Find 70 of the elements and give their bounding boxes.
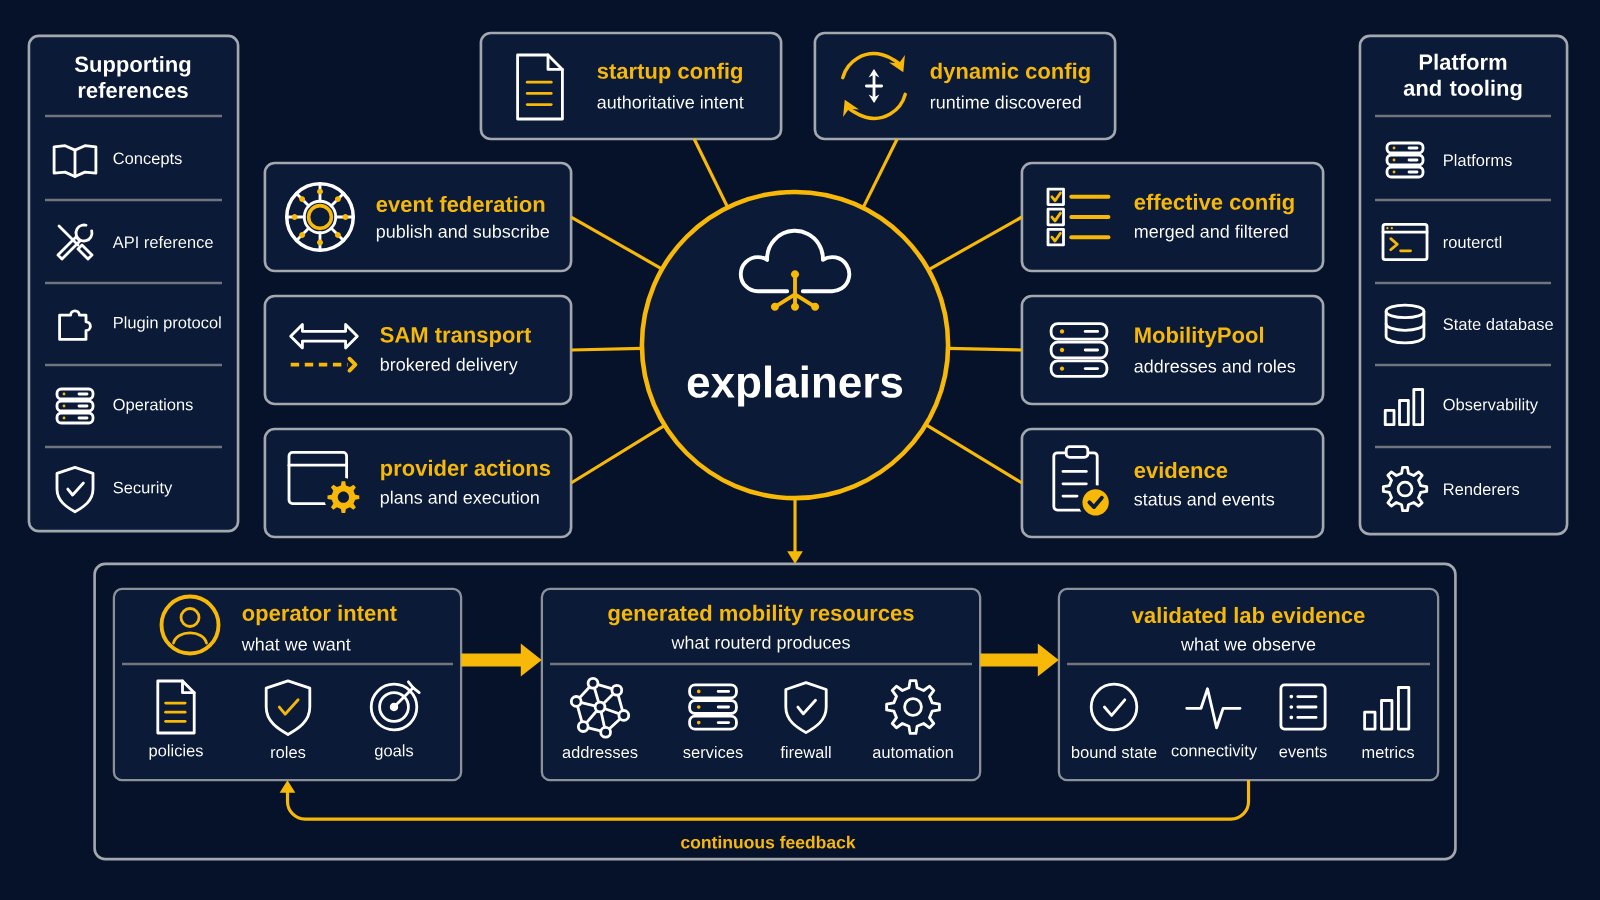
item-label: connectivity [1171,744,1258,760]
side-panel [27,34,240,533]
card-title: provider actions [381,459,551,481]
connector-line [570,215,663,271]
panel-heading: Supporting references [74,55,191,99]
edge-label: continuous feedback [681,835,856,849]
list-item: Platforms [1444,153,1512,167]
list-item: State database [1443,317,1553,331]
list-item: Security [113,481,173,497]
card-subtitle: runtime discovered [930,95,1081,109]
card-title: dynamic config [930,62,1090,84]
hub-title: explainers [687,365,903,407]
side-panel [1358,34,1569,536]
card-title: evidence [1134,461,1228,479]
info-card [813,31,1117,141]
list-item: routerctl [1443,235,1502,249]
item-label: policies [149,744,203,760]
connector-line [948,346,1022,352]
card-subtitle: authoritative intent [597,95,744,109]
stage-box [1057,587,1440,782]
connector-line [925,423,1023,485]
card-subtitle: addresses and roles [1134,359,1296,373]
stage-title: validated lab evidence [1131,606,1365,624]
item-label: roles [271,745,306,759]
info-card [263,161,573,273]
list-item: API reference [112,236,213,249]
item-label: addresses [562,745,638,759]
list-item: Concepts [113,152,182,168]
list-item: Plugin protocol [114,316,221,332]
card-subtitle: publish and subscribe [376,224,549,242]
card-title: SAM transport [380,327,532,347]
card-subtitle: plans and execution [380,490,539,508]
info-card [1020,427,1325,539]
item-label: events [1279,746,1327,758]
connector-line [861,138,899,209]
connector-line [927,215,1023,272]
arrow [279,780,1251,821]
card-subtitle: brokered delivery [380,357,518,375]
connector-line [570,423,666,485]
card-title: event federation [376,195,545,213]
info-card [263,427,573,539]
item-label: firewall [780,745,831,759]
card-title: MobilityPool [1135,326,1264,348]
connector-line [692,138,730,209]
stage-subtitle: what routerd produces [671,635,850,653]
card-title: startup config [597,62,742,84]
stage-box [540,587,982,782]
info-card [263,294,573,406]
stage-subtitle: what we want [241,637,351,651]
card-subtitle: status and events [1134,492,1275,506]
card-subtitle: merged and filtered [1134,224,1288,242]
item-label: bound state [1071,745,1157,759]
hub-circle [639,189,951,501]
item-label: services [683,745,743,759]
info-card [1020,294,1325,406]
list-item: Observability [1443,398,1538,414]
card-title: effective config [1134,193,1294,215]
list-item: Operations [113,398,193,414]
item-label: metrics [1362,745,1414,759]
info-card [479,31,783,141]
panel-heading: Platform and tooling [1403,53,1522,101]
item-label: goals [375,744,414,760]
stage-subtitle: what we observe [1180,637,1316,651]
connector-line [571,346,642,352]
stage-box [112,587,463,782]
info-card [1020,161,1325,273]
stage-title: operator intent [242,604,397,626]
item-label: automation [872,745,953,759]
list-item: Renderers [1444,482,1520,496]
stage-title: generated mobility resources [608,604,914,626]
